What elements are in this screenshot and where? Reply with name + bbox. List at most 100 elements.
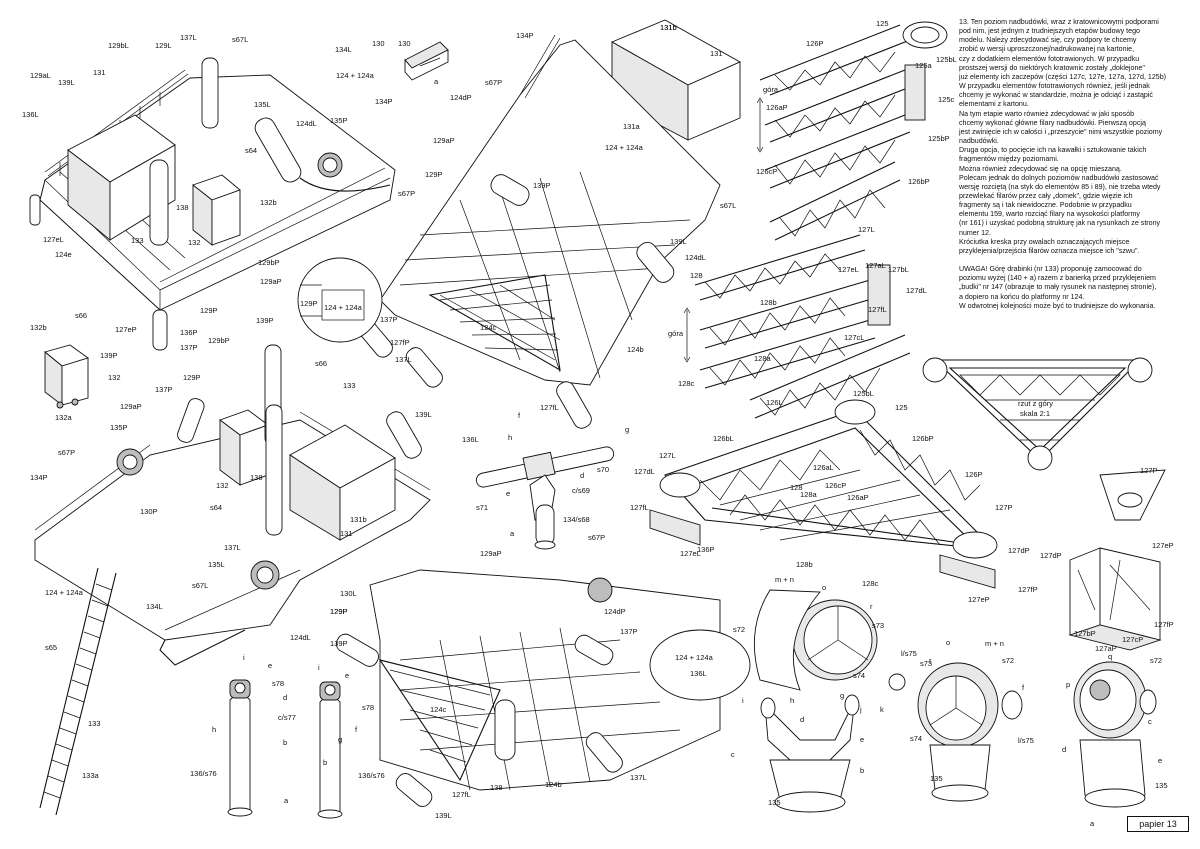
callout-tl-20: 129bP <box>258 258 280 267</box>
callout-br-4: 127cP <box>1122 635 1143 644</box>
callout-bc-5: 139P <box>330 639 348 648</box>
top-left-assembly-drawing <box>29 57 396 351</box>
callout-bc-1: s67P <box>588 533 605 542</box>
direction-label-top: góra <box>763 85 779 94</box>
instr-line: a dopiero na końcu do platformy nr 124. <box>959 292 1085 301</box>
callout-tl-22: 129P <box>200 306 218 315</box>
page-label: papier 13 <box>1127 816 1189 832</box>
callout-ml-7: 135P <box>110 423 128 432</box>
callout-lamp-11: i <box>318 663 320 672</box>
callout-tc-13: 137P <box>380 315 398 324</box>
instructions-paragraph-1: 13. Ten poziom nadbudówki, wraz z kratow… <box>959 18 1187 256</box>
callout-tl-4: 134L <box>335 45 352 54</box>
callout-sl-8: i <box>742 696 744 705</box>
callout-mt-20: 127eP <box>968 595 990 604</box>
callout-tl-2: 137L <box>180 33 197 42</box>
callout-br-1: 127eP <box>1152 541 1174 550</box>
callout-sl-23: s72 <box>1002 656 1014 665</box>
instr-line: przyklejenia/przejścia filarów oznacza m… <box>959 246 1140 255</box>
callout-tl-29: s67P <box>398 189 415 198</box>
callout-tl-1: 129L <box>155 41 172 50</box>
callout-tc-7: 124 + 124a <box>605 143 644 152</box>
callout-ml-21: 124 + 124a <box>45 588 84 597</box>
callout-bc-7: 136L <box>690 669 707 678</box>
part-131-box-drawing <box>610 19 742 141</box>
callout-tl-6: 139L <box>58 78 75 87</box>
callout-tt-7: 126cP <box>756 167 777 176</box>
callout-tc-3: 129aP <box>433 136 455 145</box>
callout-132-2: 132a <box>55 413 73 422</box>
callout-mt-14: 127fL <box>630 503 649 512</box>
callout-tl-9: 135L <box>254 100 271 109</box>
callout-tt-1: 126P <box>806 39 824 48</box>
part-130-drawing <box>404 41 449 81</box>
callout-tt-0: 125 <box>876 19 889 28</box>
callout-lamp-7: g <box>338 735 342 744</box>
instr-line: Można również zdecydować się na opcję mi… <box>959 164 1122 173</box>
callout-mt-10: 128a <box>800 490 818 499</box>
callout-tl-15: 132 <box>188 238 201 247</box>
main-truss-assembly-drawing <box>649 399 998 589</box>
callout-sl-22: o <box>946 638 950 647</box>
callout-sl-29: s72 <box>1150 656 1162 665</box>
callout-ml-3: 137P <box>155 385 173 394</box>
top-view-caption-line1: rzut z góry <box>1018 399 1053 408</box>
callout-sl-18: f <box>1022 683 1025 692</box>
callout-sl-25: s73 <box>920 659 932 668</box>
callout-sl-12: c <box>731 750 735 759</box>
callout-ml-20: 130L <box>340 589 357 598</box>
callout-sl-17: q <box>1108 652 1112 661</box>
callout-tl-23: 139P <box>100 351 118 360</box>
instructions-paragraph-2: UWAGA! Górę drabinki (nr 133) proponuję … <box>959 265 1187 311</box>
callout-tc-6: 131a <box>623 122 641 131</box>
callout-lamp-15: 136/s76 <box>358 771 385 780</box>
callout-tm-2: 127eL <box>838 265 859 274</box>
trusses-top-drawing <box>756 21 948 241</box>
callout-tm-7: 127fL <box>868 305 887 314</box>
callout-tc-4: 131b <box>660 23 677 32</box>
callout-ml-23: 129P <box>330 607 348 616</box>
callout-tc-10: 139L <box>670 237 687 246</box>
small-gun-drawing <box>475 446 615 550</box>
callout-132-0: 132b <box>30 323 47 332</box>
callout-tc-2: s67P <box>485 78 502 87</box>
inset-detail-circle <box>297 257 383 343</box>
callout-sl-3: r <box>870 602 873 611</box>
callout-mt-17: 127dP <box>1008 546 1030 555</box>
callout-gun-7: s71 <box>476 503 488 512</box>
callout-tc-17: 124b <box>627 345 644 354</box>
callout-bc-9: 124b <box>545 780 562 789</box>
callout-mt-19: 128c <box>862 579 879 588</box>
instr-line: numer 12. <box>959 228 991 237</box>
instr-line: Króciutka kreska przy owalach oznaczając… <box>959 237 1130 246</box>
callout-lamp-14: b <box>323 758 327 767</box>
instr-line: nadbudówki. <box>959 137 999 146</box>
callout-tt-6: 126aP <box>766 103 788 112</box>
callout-inset-1: 124 + 124a <box>324 303 363 312</box>
instr-line: 13. Ten poziom nadbudówki, wraz z kratow… <box>959 18 1159 26</box>
callout-ml-11: 132 <box>216 481 229 490</box>
callout-mt-16: 136P <box>697 545 715 554</box>
callout-bc-11: 127fL <box>452 790 471 799</box>
callout-lamp-12: e <box>345 671 349 680</box>
callout-127p-0: 127P <box>1140 466 1158 475</box>
instr-line: Polecam jednak do dolnych poziomów nadbu… <box>959 173 1159 182</box>
callout-tl-0: 129bL <box>108 41 129 50</box>
callout-ml-14: 131 <box>340 529 353 538</box>
instr-line: poziomu wyżej (140 + a) razem z barierką… <box>959 274 1156 283</box>
callout-mt-5: 127L <box>659 451 676 460</box>
callout-ml-13: 138 <box>250 473 263 482</box>
callout-tm-1: 127aL <box>865 261 886 270</box>
callout-gun-0: f <box>518 411 521 420</box>
instr-line: Na tym etapie warto również zdecydować w… <box>959 109 1135 118</box>
bracket-assembly-drawing <box>1068 547 1162 651</box>
instr-line: pod nim, jest jednym z trudniejszych eta… <box>959 27 1140 36</box>
instr-line: wersję rozciętą (na styk do elementów 85… <box>959 182 1161 191</box>
callout-sl-20: 135 <box>768 798 781 807</box>
callout-tc-0: 134P <box>516 31 534 40</box>
callout-tc-8: 139P <box>533 181 551 190</box>
callout-tm-10: 128c <box>678 379 695 388</box>
instr-line: przewlekać filarów przez cały „domek", g… <box>959 191 1133 200</box>
callout-tl-7: 131 <box>93 68 106 77</box>
